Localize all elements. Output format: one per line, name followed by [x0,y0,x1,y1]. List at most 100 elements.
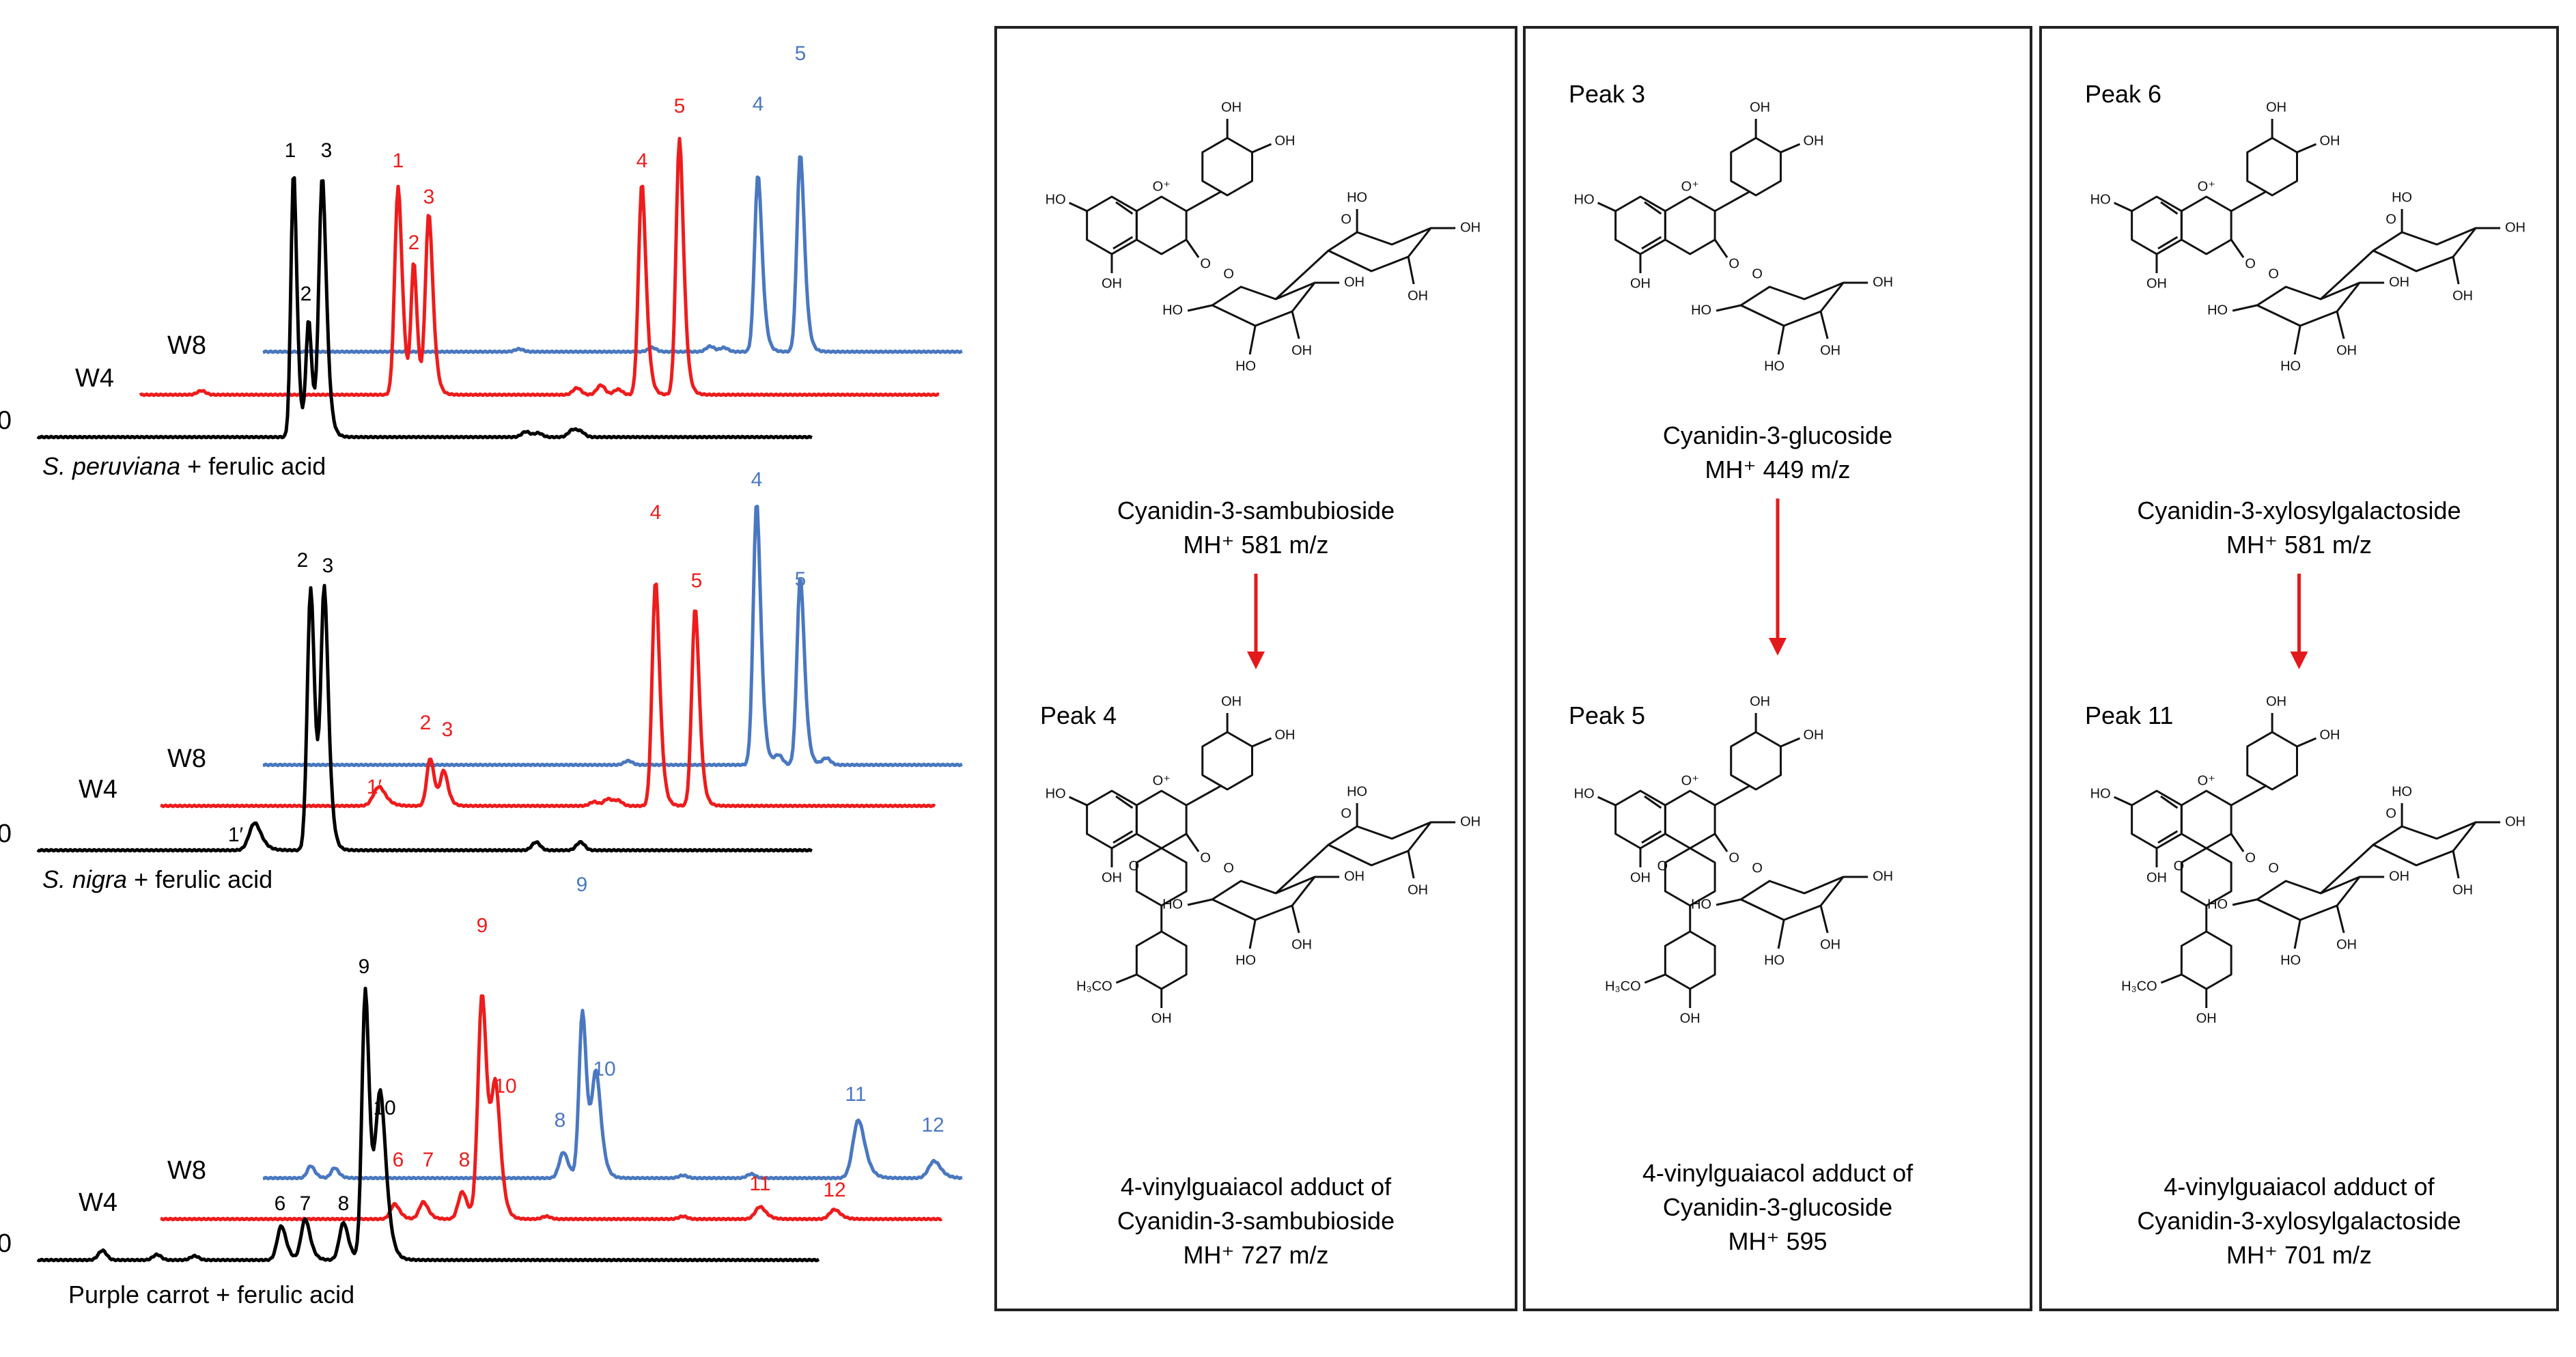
bottom-compound-name-line2: Cyanidin-3-glucoside [1663,1193,1892,1221]
bond [2230,190,2267,212]
bond [2452,256,2460,285]
atom-label: O [2174,858,2185,873]
peak-label: 5 [674,95,686,117]
atom-label: OH [1102,870,1122,885]
atom-label: OH [2336,343,2357,358]
bond-ring [1664,195,1716,255]
trace-label-w8: W8 [167,1156,206,1185]
atom-label: HO [2090,786,2111,801]
atom-label: OH [1680,1011,1700,1026]
atom-label: O [1752,266,1763,281]
bond [2296,737,2317,748]
trace-label-w0: W0 [0,820,12,848]
peak-label: 12 [823,1179,845,1201]
peak-label: 8 [459,1149,471,1171]
atom-label: OH [1151,1011,1172,1026]
bond [2160,973,2182,984]
bond [2230,784,2267,807]
atom-label: HO [2392,190,2412,205]
bond [1115,201,1134,215]
bond [2232,898,2258,906]
bond [1187,304,1213,312]
chromatogram-3: W889101112W46789101112W0678910Purple car… [0,873,963,1309]
peak-label: 3 [322,555,334,577]
bond [1248,919,1257,949]
bond [2160,201,2179,215]
bond [1641,236,1662,250]
bottom-compound-mass: MH⁺ 727 m/z [1183,1241,1328,1269]
bond-ring [1327,821,1432,867]
atom-label: O [1200,850,1211,865]
trace-w4 [139,137,940,397]
top-peak-label: Peak 6 [2085,80,2161,108]
atom-label: O [2268,266,2279,281]
atom-label: OH [1221,100,1242,115]
atom-label: OH [1102,276,1122,291]
atom-label: O [2385,806,2396,821]
bond-ring [1135,195,1188,255]
peak-label: 12 [921,1114,944,1136]
peak-label: 10 [593,1058,615,1080]
bond [2230,833,2245,852]
atom-label: OH [2266,694,2286,709]
panel-frame [1523,26,2032,1311]
peak-label: 11 [845,1083,866,1106]
atom-label: OH [1820,937,1840,952]
peak-label: 9 [359,955,370,978]
atom-label: OH [1274,727,1295,742]
chromatogram-column: W845W412345W0123S. peruviana + ferulic a… [0,42,963,1309]
atom-label: HO [2392,784,2412,799]
peak-label: 5 [795,568,807,591]
atom-label: HO [1574,192,1595,207]
atom-label: OH [2336,937,2357,952]
bond [1644,201,1662,215]
atom-label: OH [1221,694,1242,709]
bond-ring [1614,789,1666,850]
peak-label: 5 [795,42,807,65]
bond [1819,311,1829,339]
atom-label: OH [1291,937,1312,952]
peak-label: 7 [300,1192,311,1215]
atom-label: OH [1408,882,1428,897]
bond-ring [2131,195,2183,255]
bond-ring [1614,195,1666,255]
bond [2320,249,2375,300]
bond [1115,795,1134,809]
trace-label-w0: W0 [0,406,12,435]
bond-ring [1664,930,1716,990]
atom-label: OH [2389,275,2409,290]
atom-label: O⁺ [2198,179,2215,194]
atom-label: OH [2505,814,2525,829]
atom-label: O⁺ [1681,773,1699,788]
bond [2113,796,2133,807]
caption-species: S. peruviana [42,452,180,480]
atom-label: HO [2090,192,2111,207]
chromatogram-caption: S. peruviana + ferulic acid [42,452,326,480]
peak-label: 2 [420,712,432,734]
trace-label-w4: W4 [75,364,114,393]
atom-label: HO [1162,303,1183,318]
bond-ring [1211,876,1316,921]
atom-label: OH [1344,275,1364,290]
bond-ring [2180,195,2232,255]
bond-ring [1739,876,1845,921]
bond [1186,784,1222,807]
bond-ring [1201,731,1253,791]
trace-label-w4: W4 [79,775,117,804]
peak-label: 4 [636,150,648,172]
atom-label: O⁺ [2198,773,2215,788]
trace-label-w0: W0 [0,1229,12,1258]
bond [2293,325,2301,355]
peak-label: 3 [321,139,333,162]
atom-label: H₃CO [2121,979,2157,994]
peak-label: 6 [275,1192,286,1215]
atom-label: OH [2505,220,2525,235]
peak-label: 1 [393,150,404,172]
trace-w0 [36,986,820,1263]
reaction-arrowhead [2290,652,2308,669]
chromatogram-caption: Purple carrot + ferulic acid [68,1281,354,1309]
